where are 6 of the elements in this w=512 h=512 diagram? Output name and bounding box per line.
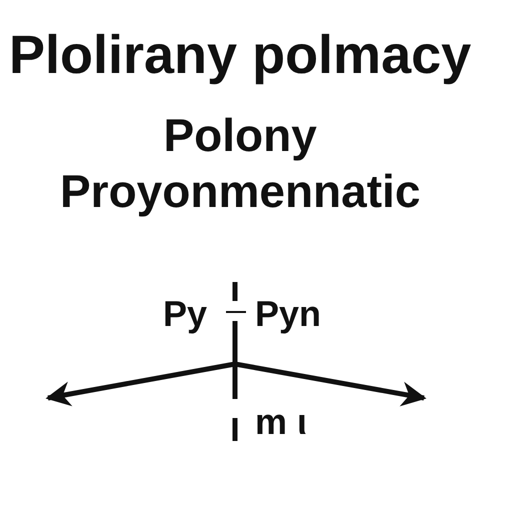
axis-label: Pyn (255, 296, 322, 332)
axis-label: m ι (255, 404, 308, 440)
title: Plolirany polmacy (9, 28, 472, 82)
axis-label: Py (163, 296, 208, 332)
subtitle: Proyonmennatic (60, 168, 420, 214)
subtitle: Polony (164, 112, 317, 158)
